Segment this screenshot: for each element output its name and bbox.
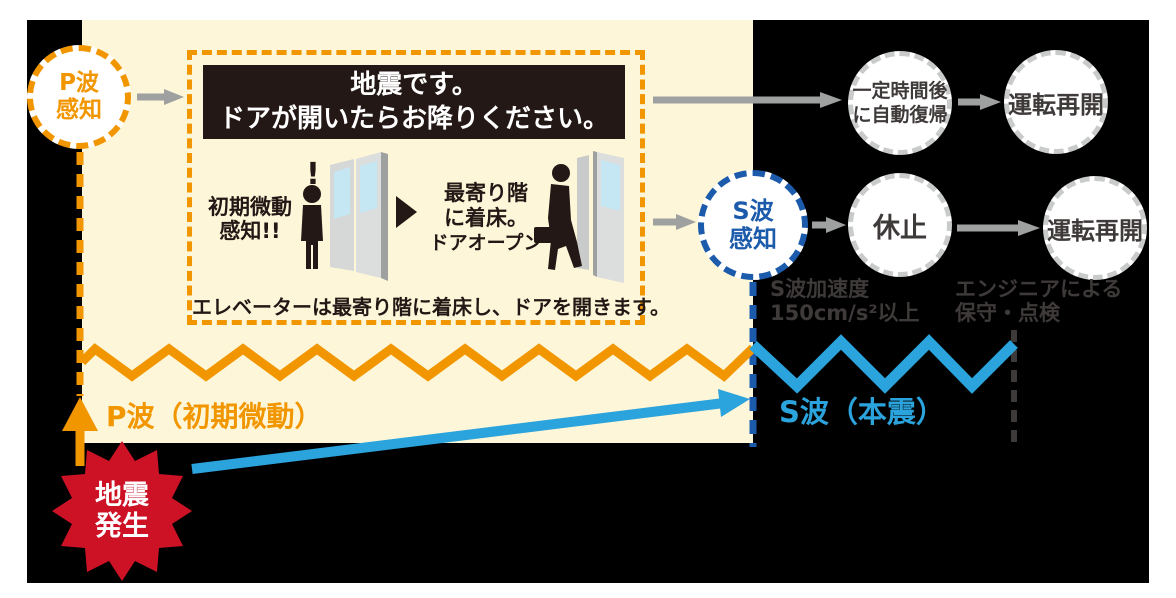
elevator-door-open bbox=[577, 151, 624, 283]
arrow-box-to-swave bbox=[653, 214, 696, 230]
announcement-banner: 地震です。 ドアが開いたらお降りください。 bbox=[203, 65, 625, 139]
resume-operation-top-circle: 運転再開 bbox=[1004, 50, 1108, 154]
p-wave-detect-circle: P波 感知 bbox=[27, 45, 131, 149]
up-arrow-from-burst bbox=[62, 397, 98, 466]
person-waiting-icon bbox=[301, 185, 323, 269]
s-wave-travel-arrow bbox=[191, 389, 750, 474]
initial-tremor-label: 初期微動 感知!! bbox=[208, 195, 292, 243]
s-wave-zigzag bbox=[749, 334, 1018, 394]
s-wave-detect-circle: S波 感知 bbox=[698, 170, 808, 280]
engineer-maintenance-note: エンジニアによる 保守・点検 bbox=[955, 277, 1123, 325]
person-exiting-icon bbox=[534, 164, 582, 270]
nearest-floor-label: 最寄り階 に着床。 ドアオープン bbox=[429, 181, 543, 254]
arrow-box-to-auto-return bbox=[653, 92, 842, 108]
arrow-auto-return-to-resume bbox=[958, 94, 1001, 110]
triangle-right-icon bbox=[396, 196, 417, 228]
earthquake-occurs-label: 地震 発生 bbox=[95, 480, 149, 542]
auto-return-circle: 一定時間後 に自動復帰 bbox=[848, 51, 952, 155]
p-wave-zigzag bbox=[78, 343, 757, 382]
arrow-pause-to-resume bbox=[957, 220, 1040, 236]
banner-line1: 地震です。 bbox=[350, 70, 478, 100]
earthquake-starburst bbox=[52, 441, 192, 581]
resume-operation-bottom-circle: 運転再開 bbox=[1043, 176, 1147, 280]
s-wave-acceleration-note: S波加速度 150cm/s²以上 bbox=[770, 277, 920, 325]
s-wave-label: S波（本震） bbox=[779, 395, 945, 429]
elevator-operation-box bbox=[187, 50, 645, 325]
pause-circle: 休止 bbox=[848, 173, 952, 277]
p-wave-label: P波（初期微動） bbox=[106, 400, 323, 433]
box-caption: エレベーターは最寄り階に着床し、ドアを開きます。 bbox=[192, 295, 670, 319]
exclamation-icon: ! bbox=[306, 157, 320, 192]
arrow-pwave-to-box bbox=[137, 89, 184, 105]
elevator-doors-closed bbox=[330, 152, 388, 281]
banner-line2: ドアが開いたらお降りください。 bbox=[218, 104, 609, 134]
arrow-swave-to-pause bbox=[812, 217, 846, 233]
